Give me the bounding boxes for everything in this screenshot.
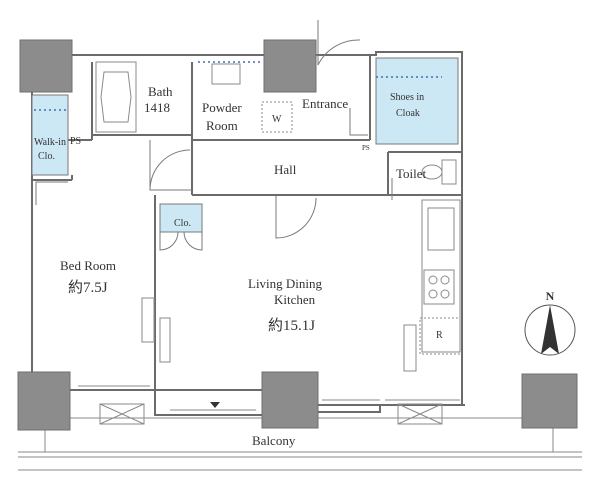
ps-small-label: PS (362, 144, 370, 152)
closet-fill (159, 203, 203, 233)
outdoor-units (99, 403, 443, 425)
north-label: N (546, 289, 555, 303)
ps-label: PS (70, 136, 81, 147)
fridge-space (419, 317, 461, 355)
toilet-label: Toilet (396, 166, 427, 181)
bedroom-label: Bed Room (60, 258, 116, 273)
walk-in-closet-fill (31, 94, 69, 176)
washer-box (261, 101, 293, 133)
hall-label: Hall (274, 162, 297, 177)
stove-icon (423, 269, 455, 305)
walk-in-closet-label-2: Clo. (38, 151, 55, 162)
toilet-icon (421, 159, 457, 185)
vanity-sink-icon (211, 63, 241, 85)
ldk-label-2: Kitchen (274, 292, 316, 307)
washer-label: W (272, 114, 282, 125)
bath-size-label: 1418 (144, 100, 170, 115)
room-labels: Bath 1418 Powder Room W Entrance Shoes i… (34, 84, 443, 448)
bath-label: Bath (148, 84, 173, 99)
kitchen-counter (419, 199, 461, 355)
powder-room-label-2: Room (206, 118, 238, 133)
walk-in-closet-label-1: Walk-in (34, 137, 66, 148)
shoes-in-cloak-label-2: Cloak (396, 108, 420, 119)
shoes-in-cloak-fill (375, 57, 459, 145)
bedroom-size-label: 約7.5J (68, 279, 108, 296)
bathtub-icon (95, 61, 137, 133)
exterior-walls (31, 51, 465, 416)
structural-columns (17, 39, 578, 431)
balcony-label: Balcony (252, 433, 296, 448)
entrance-label: Entrance (302, 96, 348, 111)
powder-room-label-1: Powder (202, 100, 242, 115)
closet-label: Clo. (174, 218, 191, 229)
fridge-label: R (436, 330, 443, 341)
ldk-label-1: Living Dining (248, 276, 323, 291)
shoes-in-cloak-label-1: Shoes in (390, 92, 424, 103)
storage-areas (31, 57, 459, 233)
ldk-size-label: 約15.1J (268, 317, 315, 334)
windows (78, 297, 460, 411)
north-arrow-icon: N (524, 289, 576, 356)
door-swings (35, 20, 393, 251)
kitchen-sink-icon (427, 207, 455, 251)
